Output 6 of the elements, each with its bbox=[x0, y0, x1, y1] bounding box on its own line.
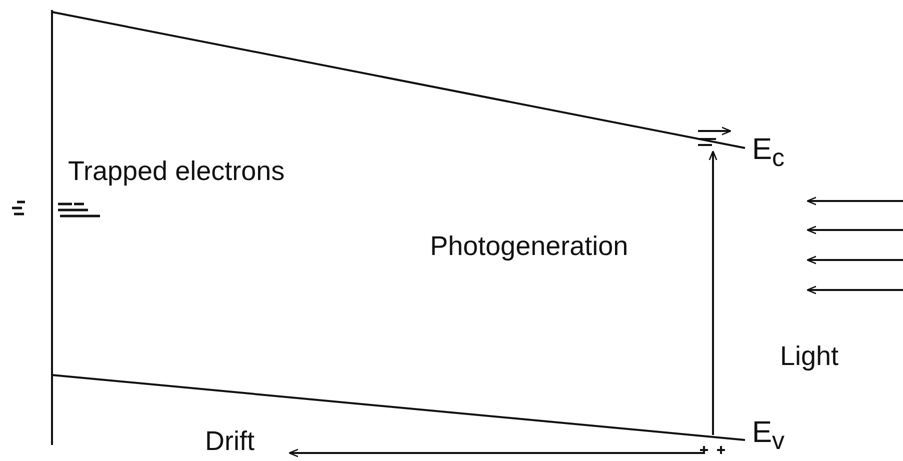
text-label: Drift bbox=[205, 428, 254, 455]
text-label: Photogeneration bbox=[430, 233, 628, 260]
text-label: Light bbox=[780, 343, 839, 370]
energy-level-label: E$_{v}$ bbox=[752, 418, 785, 454]
energy-level-label: E$_{c}$ bbox=[752, 135, 785, 171]
text-label: Trapped electrons bbox=[68, 158, 285, 185]
